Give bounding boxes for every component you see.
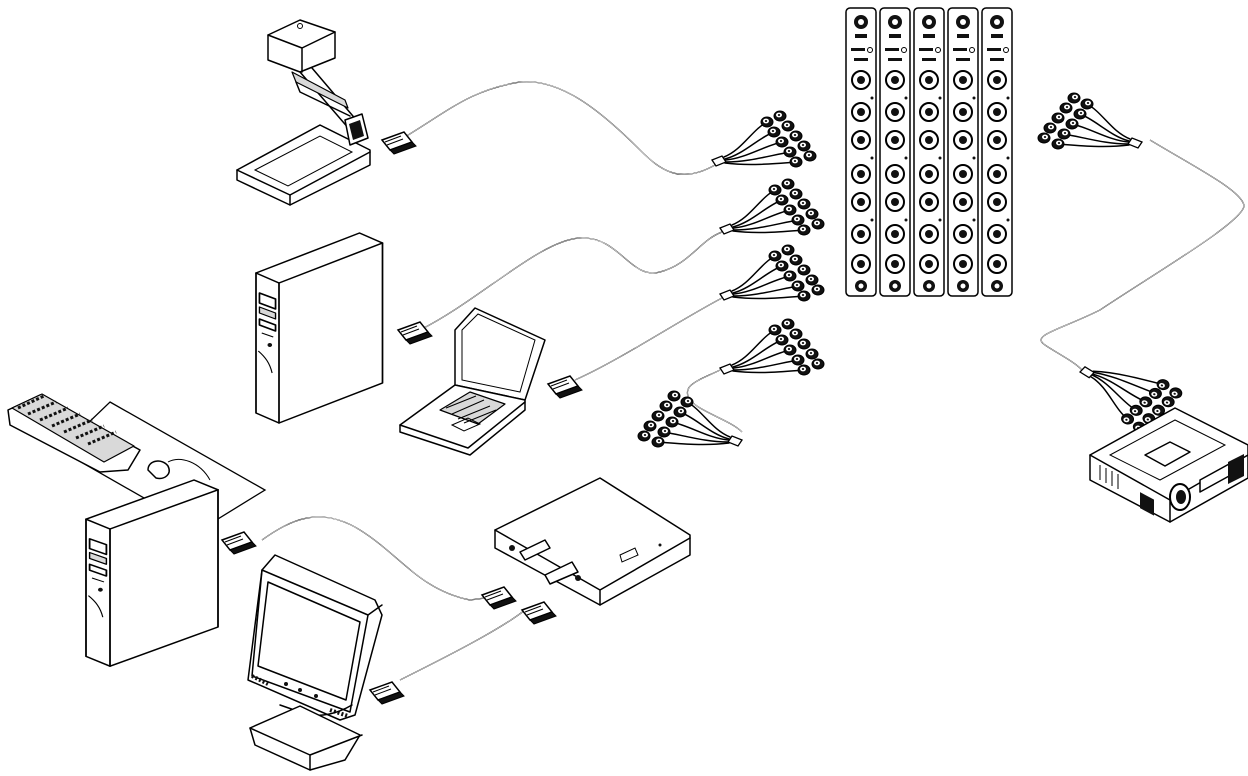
rack-switcher-icon: [846, 8, 1012, 296]
bnc-breakout-icon: [712, 111, 816, 167]
bnc-breakout-icon: [720, 245, 824, 301]
vga-plug-icon: [222, 532, 256, 554]
bnc-breakout-icon: [1038, 93, 1142, 149]
vga-plug-icon: [382, 132, 416, 154]
vga-plug-icon: [482, 587, 516, 609]
interface-box-icon: [495, 478, 690, 605]
vga-plug-icon: [398, 322, 432, 344]
cable-breakout-link: [687, 370, 742, 432]
cable-laptop: [575, 298, 722, 380]
projector-icon: [1090, 408, 1248, 522]
tower-computer-icon: [256, 233, 383, 423]
monitor-icon: [248, 555, 382, 770]
cable-document-camera: [400, 82, 715, 175]
cable-monitor: [400, 610, 525, 680]
bnc-breakout-icon: [638, 391, 742, 447]
document-camera-icon: [237, 20, 370, 205]
bnc-breakout-icon: [720, 179, 824, 235]
cable-projector: [1041, 140, 1244, 370]
cable-tower-upper: [420, 232, 722, 330]
tower-computer-icon: [86, 480, 218, 666]
vga-plug-icon: [370, 682, 404, 704]
vga-plug-icon: [522, 602, 556, 624]
bnc-breakout-icon: [720, 319, 824, 375]
